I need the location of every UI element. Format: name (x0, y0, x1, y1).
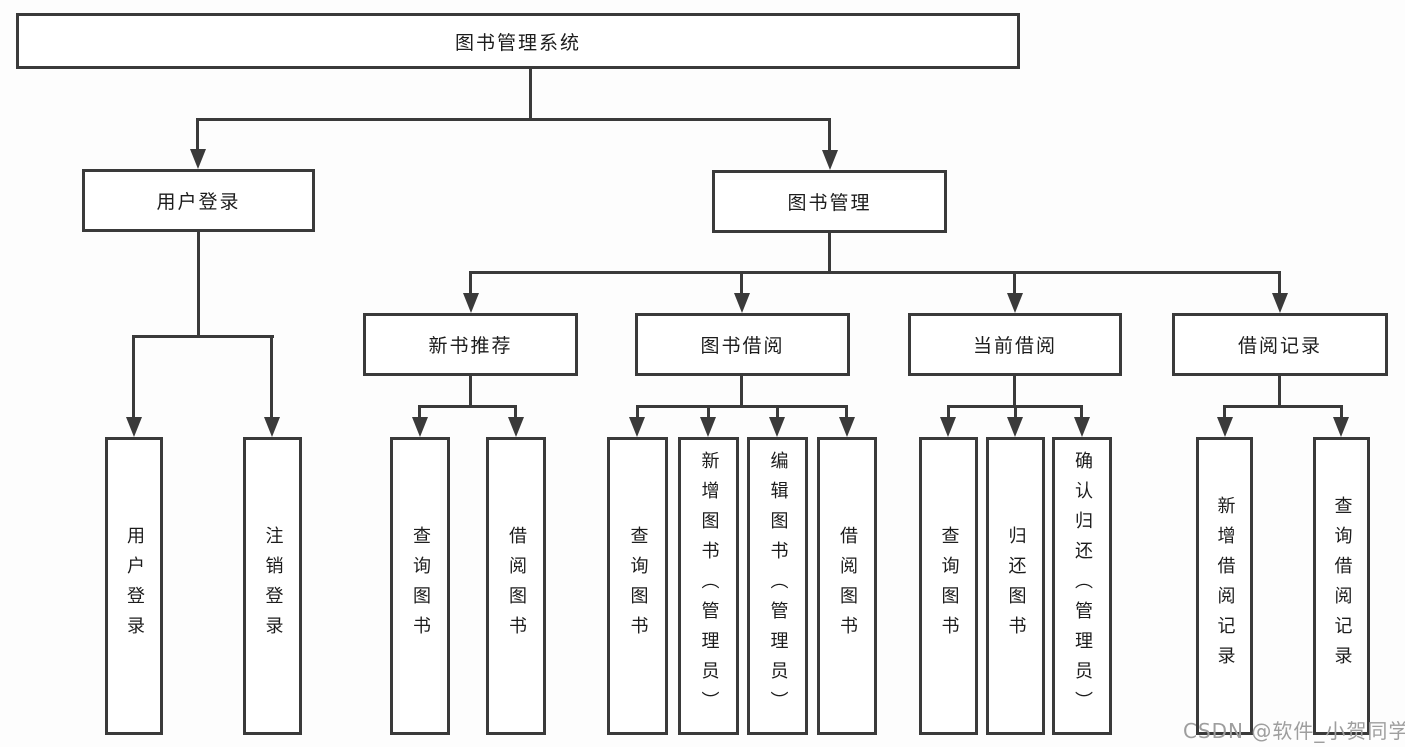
arrow-down-icon (190, 149, 206, 169)
arrow-down-icon (126, 417, 142, 437)
arrow-down-icon (734, 293, 750, 313)
connector-line (196, 118, 831, 121)
connector-line (1013, 376, 1016, 406)
arrow-down-icon (822, 150, 838, 170)
connector-line (514, 405, 517, 419)
connector-line (828, 233, 831, 272)
arrow-down-icon (700, 417, 716, 437)
connector-line (196, 118, 199, 151)
connector-line (270, 335, 273, 419)
leaf-edit-books-admin: 编辑图书（管理员） (747, 437, 808, 735)
connector-line (947, 405, 950, 419)
connector-line (132, 335, 274, 338)
connector-line (1278, 271, 1281, 295)
connector-line (529, 69, 532, 120)
arrow-down-icon (629, 417, 645, 437)
connector-line (776, 405, 779, 419)
node-borrow-records: 借阅记录 (1172, 313, 1388, 376)
connector-line (845, 405, 848, 419)
arrow-down-icon (508, 417, 524, 437)
arrow-down-icon (1217, 417, 1233, 437)
connector-line (707, 405, 710, 419)
connector-line (469, 271, 472, 295)
node-new-book-recommend: 新书推荐 (363, 313, 578, 376)
arrow-down-icon (1007, 417, 1023, 437)
leaf-add-borrow-record: 新增借阅记录 (1196, 437, 1253, 735)
leaf-add-books-admin: 新增图书（管理员） (678, 437, 739, 735)
connector-line (1340, 405, 1343, 419)
connector-line (469, 271, 1281, 274)
connector-line (418, 405, 421, 419)
connector-line (1278, 376, 1281, 406)
node-current-borrow: 当前借阅 (908, 313, 1122, 376)
arrow-down-icon (940, 417, 956, 437)
connector-line (740, 376, 743, 406)
leaf-query-books-current: 查询图书 (919, 437, 978, 735)
leaf-query-books-borrow: 查询图书 (607, 437, 668, 735)
leaf-confirm-return-admin: 确认归还（管理员） (1052, 437, 1112, 735)
arrow-down-icon (412, 417, 428, 437)
leaf-logout: 注销登录 (243, 437, 302, 735)
arrow-down-icon (264, 417, 280, 437)
node-root: 图书管理系统 (16, 13, 1020, 69)
connector-line (197, 232, 200, 336)
leaf-borrow-books: 借阅图书 (817, 437, 877, 735)
leaf-query-books-recommend: 查询图书 (390, 437, 450, 735)
connector-line (828, 118, 831, 151)
leaf-borrow-books-recommend: 借阅图书 (486, 437, 546, 735)
arrow-down-icon (1272, 293, 1288, 313)
connector-line (1013, 271, 1016, 295)
node-user-login: 用户登录 (82, 169, 315, 232)
node-book-borrow: 图书借阅 (635, 313, 850, 376)
connector-line (132, 335, 135, 419)
arrow-down-icon (1007, 293, 1023, 313)
connector-line (1014, 405, 1017, 419)
connector-line (636, 405, 639, 419)
arrow-down-icon (839, 417, 855, 437)
arrow-down-icon (1333, 417, 1349, 437)
connector-line (1223, 405, 1226, 419)
node-book-management: 图书管理 (712, 170, 947, 233)
connector-line (1223, 405, 1342, 408)
arrow-down-icon (1074, 417, 1090, 437)
connector-line (1080, 405, 1083, 419)
connector-line (469, 376, 472, 406)
leaf-query-borrow-record: 查询借阅记录 (1313, 437, 1370, 735)
csdn-watermark: CSDN @软件_小贺同学 (1183, 719, 1405, 743)
connector-line (636, 405, 848, 408)
connector-line (740, 271, 743, 295)
arrow-down-icon (463, 293, 479, 313)
leaf-return-books: 归还图书 (986, 437, 1045, 735)
arrow-down-icon (769, 417, 785, 437)
connector-line (418, 405, 517, 408)
leaf-user-login: 用户登录 (105, 437, 163, 735)
